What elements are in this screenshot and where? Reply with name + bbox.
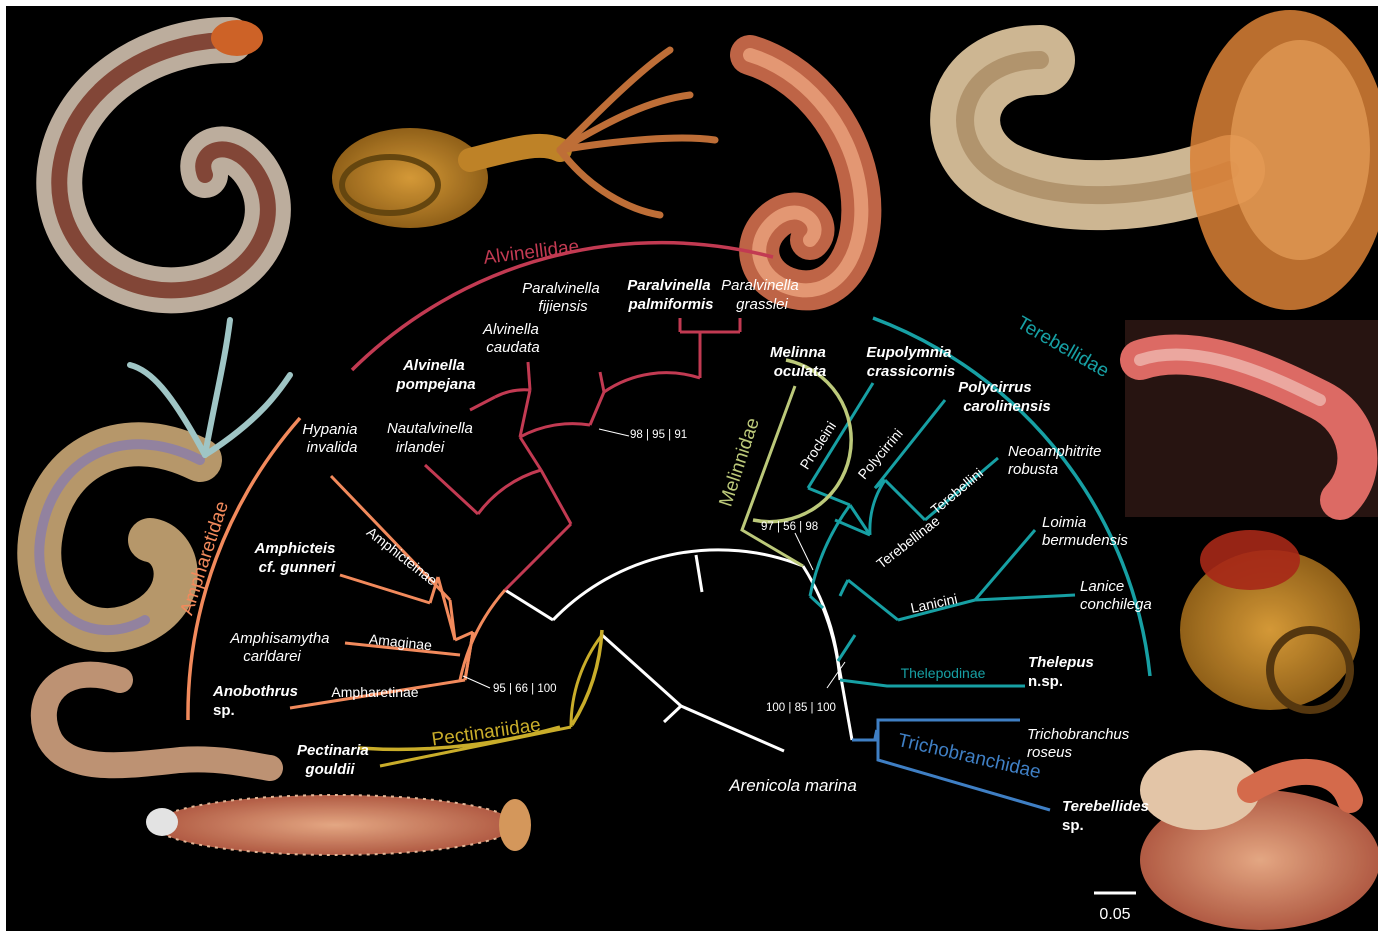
subfamily-ampharetinae: Ampharetinae [331, 684, 418, 700]
pectinaria-image [146, 795, 531, 855]
taxon-paralvinella-fijiensis: Paralvinella fijiensis [522, 280, 604, 315]
support-values: 98 | 95 | 91 95 | 66 | 100 97 | 56 | 98 … [463, 429, 845, 714]
taxon-neoamphitrite-robusta: Neoamphitrite robusta [1008, 443, 1106, 478]
taxon-loimia-bermudensis: Loimia bermudensis [1042, 514, 1128, 549]
family-label-melinnidae: Melinnidae [716, 415, 764, 509]
paralvinella-palmiformis-image [332, 50, 715, 228]
family-label-terebellidae: Terebellidae [1013, 313, 1112, 382]
family-labels: Alvinellidae Ampharetidae Pectinariidae … [177, 236, 1113, 783]
taxon-melinna-oculata: Melinna oculata [770, 344, 830, 380]
support-ampharetidae: 95 | 66 | 100 [493, 683, 557, 695]
trichobranchidae-arc [875, 730, 877, 740]
terebellides-image [1140, 750, 1378, 930]
phylogeny-svg: Alvinellidae Ampharetidae Pectinariidae … [6, 6, 1378, 931]
pectinariidae-arc-curve [572, 630, 602, 725]
taxon-anobothrus-sp: Anobothrus sp. [212, 683, 302, 719]
phylogeny-figure: Alvinellidae Ampharetidae Pectinariidae … [6, 6, 1378, 931]
hypania-image [39, 320, 290, 630]
tribe-terebellini: Terebellini [927, 465, 986, 518]
support-alvinellidae: 98 | 95 | 91 [630, 429, 687, 441]
family-arcs [188, 243, 1150, 750]
pectinariidae-branches [380, 635, 602, 766]
melinnidae-branches [742, 386, 803, 566]
taxon-alvinella-pompejana: Alvinella pompejana [395, 357, 475, 393]
family-label-trichobranchidae: Trichobranchidae [896, 730, 1043, 783]
taxon-amphicteis-gunneri: Amphicteis cf. gunneri [253, 540, 339, 576]
eupolymnia-image [965, 10, 1378, 310]
alvinella-pompejana-image [59, 20, 268, 290]
scale-bar: 0.05 [1094, 893, 1136, 923]
taxon-trichobranchus-roseus: Trichobranchus roseus [1027, 726, 1133, 761]
taxon-amphisamytha-carldarei: Amphisamytha carldarei [229, 630, 333, 665]
taxon-paralvinella-palmiformis: Paralvinella palmiformis [627, 277, 715, 313]
polycirrus-image [1125, 320, 1378, 517]
subfamily-amaginae: Amaginae [368, 631, 433, 654]
lanice-image [1180, 530, 1360, 710]
subfamily-thelepodinae: Thelepodinae [901, 665, 986, 681]
taxon-eupolymnia-crassicornis: Eupolymnia crassicornis [866, 344, 955, 380]
taxon-alvinella-caudata: Alvinella caudata [482, 321, 543, 356]
worm-illustrations [39, 10, 1378, 930]
tribe-polycirrini: Polycirrini [855, 425, 906, 482]
taxon-lanice-conchilega: Lanice conchilega [1080, 578, 1152, 613]
root-branches [505, 550, 852, 751]
support-terebellidae-node: 100 | 85 | 100 [766, 702, 836, 714]
scale-bar-label: 0.05 [1099, 906, 1130, 923]
taxon-terebellides-sp: Terebellides sp. [1062, 798, 1153, 834]
subfamily-terebellinae: Terebellinae [873, 512, 943, 571]
terebellidae-branches [808, 383, 1075, 686]
taxon-pectinaria-gouldii: Pectinaria gouldii [297, 742, 373, 778]
taxon-nautalvinella-irlandei: Nautalvinella irlandei [387, 420, 477, 456]
taxon-thelepus-nsp: Thelepus n.sp. [1028, 654, 1098, 690]
taxon-arenicola-marina: Arenicola marina [728, 776, 857, 795]
support-melinnidae-node: 97 | 56 | 98 [761, 521, 818, 533]
taxon-hypania-invalida: Hypania invalida [302, 421, 361, 456]
subfamily-amphicteinae: Amphicteinae [364, 524, 441, 589]
alvinellidae-branches [425, 318, 740, 590]
